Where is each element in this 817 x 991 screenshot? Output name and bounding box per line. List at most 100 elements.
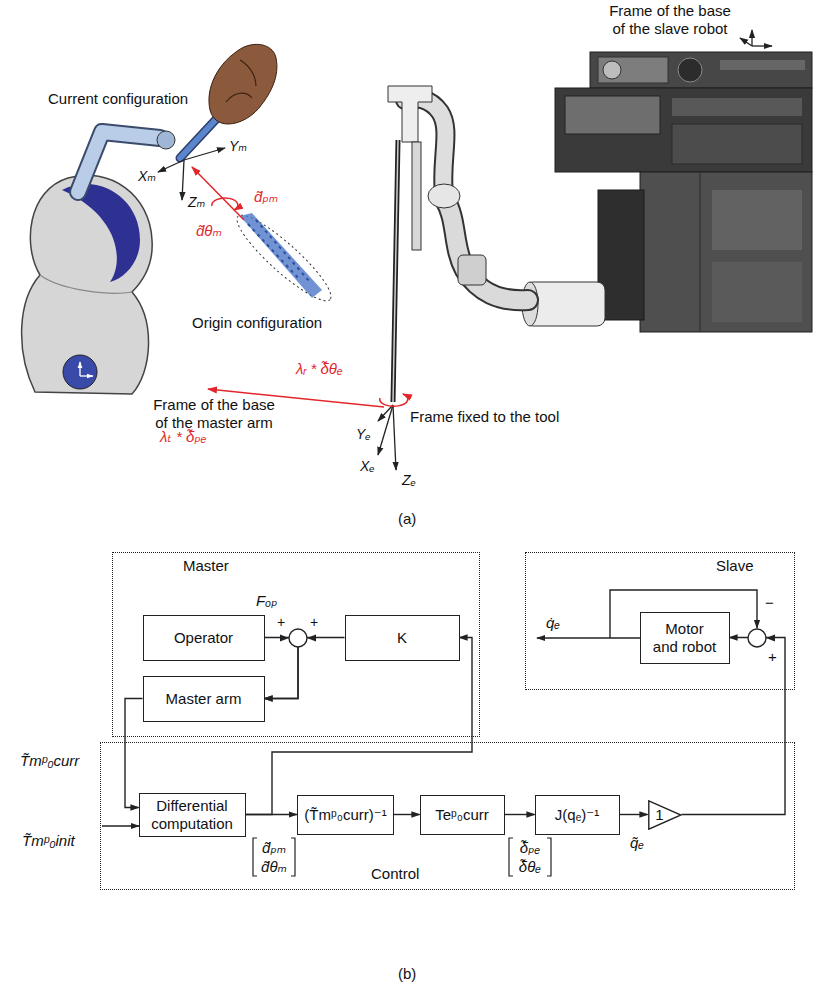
- box-label: Teᵖ₀curr: [435, 806, 489, 824]
- master-arm-device: [63, 355, 97, 389]
- annotation-label: Origin configuration: [192, 314, 322, 332]
- master-frame: [158, 148, 225, 200]
- signal-connector: [125, 699, 143, 808]
- annotation-label: Xₑ: [360, 458, 375, 475]
- annotation-label: Zₑ: [402, 472, 416, 489]
- master-frame: [158, 160, 184, 172]
- slave-robot: [388, 52, 812, 402]
- annotation-label: d̃ₚₘ d̃θₘ: [257, 838, 291, 876]
- master-arm-device: [157, 131, 175, 149]
- slave-robot: [590, 52, 812, 88]
- master-frame: [182, 160, 184, 200]
- process-box: Operator: [143, 615, 265, 661]
- slave-robot: [412, 142, 421, 250]
- annotation-label: Frame of the base of the master arm: [150, 396, 278, 432]
- annotation-label: Xₘ: [138, 168, 156, 185]
- operator-hand: [240, 60, 256, 86]
- tool-frame: [393, 405, 396, 470]
- annotation-label: Frame of the base of the slave robot: [606, 2, 734, 38]
- slave-robot: [672, 98, 802, 116]
- tool-frame: [378, 405, 396, 470]
- annotation-label: +: [277, 614, 285, 631]
- annotation-label: Yₑ: [356, 426, 371, 443]
- junction-arrowhead: [766, 635, 775, 642]
- master-arm-device: [78, 132, 160, 192]
- motion-label: λᵣ * δ̃θₑ: [296, 360, 343, 378]
- vector-bracket: [253, 838, 257, 876]
- signal-connector: [394, 814, 420, 815]
- annotation-label: T̃mᵖ₀curr: [20, 752, 79, 770]
- annotation-label: −: [765, 594, 774, 612]
- slave-robot: [603, 61, 621, 79]
- slave-robot: [458, 255, 486, 285]
- slave-robot: [672, 124, 802, 164]
- signal-connector: [620, 814, 648, 815]
- signal-wire: [102, 825, 139, 826]
- annotation-label: q̇ₑ: [546, 614, 560, 632]
- slave-robot: [712, 262, 802, 322]
- box-label: Master arm: [166, 690, 242, 708]
- group-label: Master: [183, 557, 229, 575]
- master-frame: [184, 148, 225, 160]
- vector-bracket: [291, 838, 295, 876]
- signal-wire: [537, 637, 640, 638]
- junction-arrowhead: [280, 635, 289, 642]
- annotation-label: Yₘ: [229, 138, 247, 155]
- motion-label: d̃θₘ: [196, 222, 222, 240]
- slave-robot: [444, 198, 528, 300]
- group-label: Slave: [716, 557, 754, 575]
- slave-robot: [388, 86, 432, 142]
- origin-configuration: [248, 220, 310, 282]
- slave-base-frame: [740, 30, 772, 46]
- slave-motion-arrow: [380, 394, 408, 406]
- slave-robot: [444, 198, 528, 300]
- box-label: K: [397, 629, 407, 647]
- vector-bracket: [509, 838, 513, 876]
- signal-connector: [682, 638, 786, 815]
- group-frame: MasterOperator K Master arm: [112, 552, 480, 737]
- junction-arrowhead: [307, 635, 316, 642]
- slave-robot: [712, 190, 802, 250]
- master-motion-arrow: [212, 198, 238, 210]
- box-label: Motor and robot: [652, 620, 718, 656]
- slave-robot: [720, 60, 805, 70]
- annotation-label: Frame fixed to the tool: [410, 408, 559, 426]
- master-motion-arrow: [192, 167, 244, 220]
- box-label: 1: [655, 806, 673, 824]
- origin-configuration: [240, 213, 322, 298]
- annotation-label: (b): [398, 965, 416, 983]
- process-box: Teᵖ₀curr: [420, 795, 505, 835]
- signal-connector: [265, 638, 345, 699]
- process-box: Master arm: [143, 676, 265, 722]
- slave-robot: [428, 184, 460, 208]
- annotation-label: Fₒₚ: [256, 592, 278, 610]
- summing-junction: [748, 629, 766, 647]
- tool-frame: [378, 405, 393, 455]
- process-box: Differential computation: [139, 793, 246, 837]
- box-label: Operator: [174, 629, 233, 647]
- signal-connector: [505, 814, 535, 815]
- slave-robot: [640, 172, 812, 332]
- summing-junction: [289, 629, 307, 647]
- operator-hand: [209, 44, 277, 124]
- triangle-outline: [648, 800, 680, 828]
- master-base-frame: [80, 362, 93, 376]
- master-arm-device: [22, 175, 153, 394]
- slave-robot: [555, 88, 812, 172]
- slave-base-frame: [751, 30, 752, 46]
- signal-wire: [102, 590, 757, 826]
- master-arm-device: [78, 132, 160, 192]
- group-frame: SlaveMotor and robot: [525, 552, 795, 690]
- master-base-frame: [80, 375, 93, 376]
- operator-hand: [226, 93, 252, 102]
- box-label: Differential computation: [145, 797, 240, 833]
- slave-robot: [700, 172, 701, 332]
- slave-robot: [393, 140, 398, 402]
- triangle-outline: [648, 800, 682, 830]
- slave-robot: [678, 58, 702, 82]
- slave-base-frame: [752, 45, 772, 46]
- annotation-label: δ̃ₚₑ δ̃θₑ: [513, 838, 547, 876]
